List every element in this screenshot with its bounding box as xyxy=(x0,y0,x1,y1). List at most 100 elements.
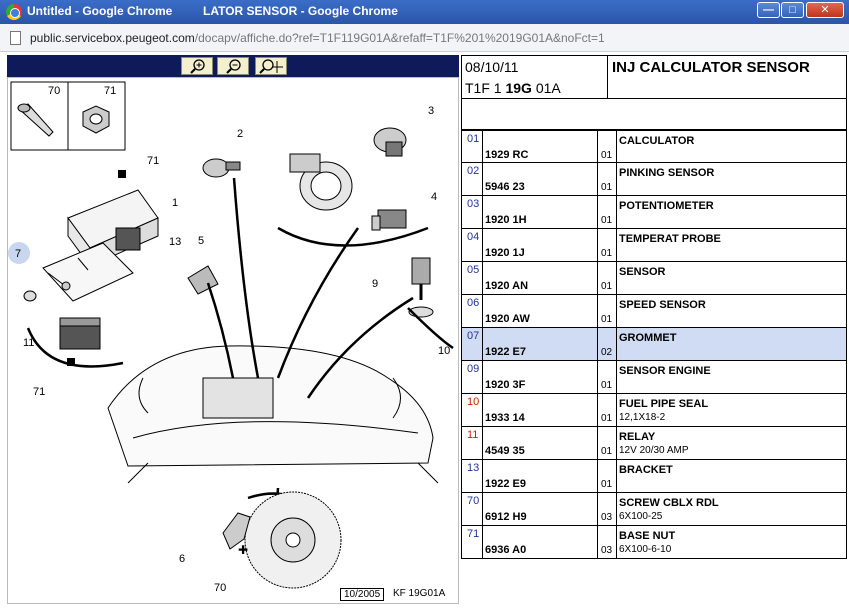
part-name: SPEED SENSOR xyxy=(619,299,706,311)
col-divider xyxy=(597,526,598,558)
callout-71: 71 xyxy=(33,386,45,398)
part-name: PINKING SENSOR xyxy=(619,167,715,179)
col-divider xyxy=(597,361,598,393)
zoom-pan-icon xyxy=(259,59,283,74)
callout-71: 71 xyxy=(147,155,159,167)
part-number: 5946 23 xyxy=(485,181,525,193)
part-qty: 01 xyxy=(601,380,613,391)
col-divider xyxy=(597,163,598,195)
col-divider xyxy=(482,394,483,426)
flywheel-drawing xyxy=(244,491,342,589)
url-text[interactable]: public.servicebox.peugeot.com/docapv/aff… xyxy=(30,31,605,45)
speed-sensor-drawing: ✚ xyxy=(222,512,251,557)
col-divider xyxy=(616,493,617,525)
tab-untitled[interactable]: Untitled - Google Chrome xyxy=(27,4,173,18)
col-divider xyxy=(597,262,598,294)
part-ref: 13 xyxy=(467,462,480,474)
callout-5: 5 xyxy=(198,235,204,247)
zoom-out-button[interactable] xyxy=(217,57,249,75)
nut-marker xyxy=(118,170,126,178)
col-divider xyxy=(597,328,598,360)
zoom-fit-button[interactable] xyxy=(255,57,287,75)
part-number: 1922 E7 xyxy=(485,346,526,358)
col-divider xyxy=(482,328,483,360)
part-ref: 07 xyxy=(467,330,480,342)
part-qty: 01 xyxy=(601,314,613,325)
part-qty: 01 xyxy=(601,446,613,457)
part-qty: 03 xyxy=(601,545,613,556)
group-arc xyxy=(26,327,124,368)
col-divider xyxy=(616,163,617,195)
callout-71: 71 xyxy=(104,85,116,97)
col-divider xyxy=(616,262,617,294)
col-divider xyxy=(482,229,483,261)
tab-sensor[interactable]: LATOR SENSOR - Google Chrome xyxy=(203,4,398,18)
relay-drawing xyxy=(59,317,101,350)
close-button[interactable]: ✕ xyxy=(806,2,844,18)
group-arc xyxy=(407,307,454,350)
minimize-button[interactable]: — xyxy=(757,2,780,18)
part-qty: 01 xyxy=(601,182,613,193)
address-bar[interactable]: public.servicebox.peugeot.com/docapv/aff… xyxy=(0,24,849,52)
exploded-view-drawing[interactable]: ✚ 70 71 3 2 71 1 4 13 5 7 9 11 10 71 6 7… xyxy=(7,77,459,604)
part-number: 1920 1H xyxy=(485,214,527,226)
part-name: TEMPERAT PROBE xyxy=(619,233,721,245)
part-ref: 03 xyxy=(467,198,480,210)
window-titlebar: Untitled - Google Chrome LATOR SENSOR - … xyxy=(0,0,849,24)
callout-70: 70 xyxy=(214,582,226,594)
svg-text:✚: ✚ xyxy=(238,543,248,557)
parts-diagram: ✚ 70 71 3 2 71 1 4 13 5 7 9 11 10 71 6 7… xyxy=(8,81,454,594)
engine-bay-drawing xyxy=(107,345,439,484)
part-name: CALCULATOR xyxy=(619,135,695,147)
callout-9: 9 xyxy=(372,278,378,290)
zoom-in-button[interactable] xyxy=(181,57,213,75)
doc-header: 08/10/11 T1F 1 19G 01A INJ CALCULATOR SE… xyxy=(461,55,847,99)
col-divider xyxy=(616,394,617,426)
col-divider xyxy=(616,229,617,261)
leader-lines xyxy=(206,177,414,550)
doc-code: T1F 1 19G 01A xyxy=(465,80,561,96)
part-number: 4549 35 xyxy=(485,445,525,457)
col-divider xyxy=(616,460,617,492)
part-qty: 02 xyxy=(601,347,613,358)
part-qty: 01 xyxy=(601,215,613,226)
throttle-body-drawing xyxy=(289,153,353,211)
zoom-in-icon xyxy=(190,59,205,74)
part-ref: 70 xyxy=(467,495,480,507)
drawing-toolbar xyxy=(7,55,459,77)
col-divider xyxy=(597,493,598,525)
part-number: 1920 AN xyxy=(485,280,529,292)
nut-drawing xyxy=(82,105,110,134)
col-divider xyxy=(616,131,617,163)
callout-2: 2 xyxy=(237,128,243,140)
part-ref: 11 xyxy=(467,429,479,441)
grommet-drawing xyxy=(23,290,37,302)
part-detail: 6X100-6-10 xyxy=(619,544,672,555)
col-divider xyxy=(616,328,617,360)
callout-6: 6 xyxy=(179,553,185,565)
part-name: FUEL PIPE SEAL xyxy=(619,398,709,410)
maximize-button[interactable]: □ xyxy=(781,2,804,18)
part-number: 1922 E9 xyxy=(485,478,526,490)
part-qty: 01 xyxy=(601,281,613,292)
col-divider xyxy=(482,526,483,558)
col-divider xyxy=(616,427,617,459)
col-divider xyxy=(597,295,598,327)
part-qty: 01 xyxy=(601,150,613,161)
col-divider xyxy=(482,427,483,459)
col-divider xyxy=(482,460,483,492)
